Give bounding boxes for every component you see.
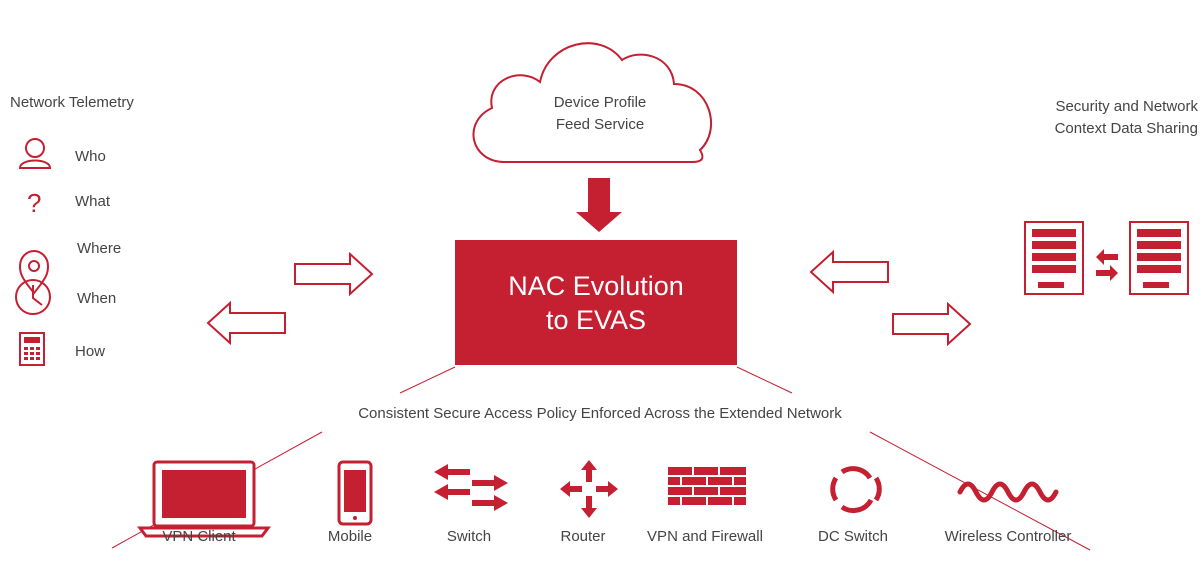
- device-label-dc-switch: DC Switch: [817, 528, 889, 545]
- user-icon: [18, 138, 52, 169]
- laptop-icon: [137, 460, 271, 538]
- arrow-left-into-box: [809, 249, 889, 295]
- device-label-mobile: Mobile: [327, 528, 373, 545]
- telemetry-title: Network Telemetry: [10, 94, 134, 111]
- arrow-right-into-box: [294, 251, 374, 297]
- down-arrow: [576, 178, 622, 232]
- cloud-label-line1: Device Profile: [553, 94, 647, 111]
- telemetry-when-label: When: [77, 290, 117, 307]
- telemetry-what-label: What: [75, 193, 111, 210]
- sharing-title-line2: Context Data Sharing: [1054, 120, 1198, 137]
- center-title-line1: NAC Evolution: [508, 270, 684, 301]
- device-label-wireless-controller: Wireless Controller: [944, 528, 1072, 545]
- wireless-icon: [957, 481, 1059, 503]
- cloud-label-line2: Feed Service: [555, 116, 645, 133]
- device-label-vpn-firewall: VPN and Firewall: [647, 528, 763, 545]
- center-box: NAC Evolution to EVAS: [455, 240, 737, 365]
- telemetry-who-label: Who: [75, 148, 106, 165]
- server-right-icon: [1129, 221, 1189, 295]
- sharing-title-line1: Security and Network: [1055, 98, 1198, 115]
- server-left-icon: [1024, 221, 1084, 295]
- device-label-router: Router: [560, 528, 606, 545]
- sharing-title: Security and Network Context Data Sharin…: [1055, 96, 1198, 140]
- device-label-switch: Switch: [446, 528, 492, 545]
- telemetry-how-label: How: [75, 343, 106, 360]
- connector-line-right-bottom: [869, 431, 1091, 551]
- cloud-label: Device Profile Feed Service: [500, 92, 700, 136]
- center-title-line2: to EVAS: [545, 304, 647, 335]
- cloud-shape: [472, 42, 712, 163]
- location-pin-icon: [18, 249, 50, 295]
- telemetry-where-label: Where: [77, 240, 122, 257]
- switch-icon: [434, 464, 508, 511]
- router-icon: [560, 460, 618, 518]
- connector-line-right-top: [736, 366, 793, 394]
- server-exchange-arrows-icon: [1096, 249, 1118, 281]
- calculator-icon: [19, 332, 45, 366]
- mobile-icon: [337, 460, 373, 526]
- clock-icon: [15, 279, 51, 315]
- dc-switch-icon: [830, 466, 882, 514]
- arrow-left-out-of-box: [206, 300, 286, 346]
- arrow-right-out-of-box: [892, 301, 972, 347]
- firewall-icon: [668, 467, 746, 505]
- question-icon: ?: [27, 188, 41, 218]
- policy-caption: Consistent Secure Access Policy Enforced…: [358, 405, 842, 422]
- device-label-vpn-client: VPN Client: [162, 528, 236, 545]
- connector-line-left-top: [399, 366, 456, 394]
